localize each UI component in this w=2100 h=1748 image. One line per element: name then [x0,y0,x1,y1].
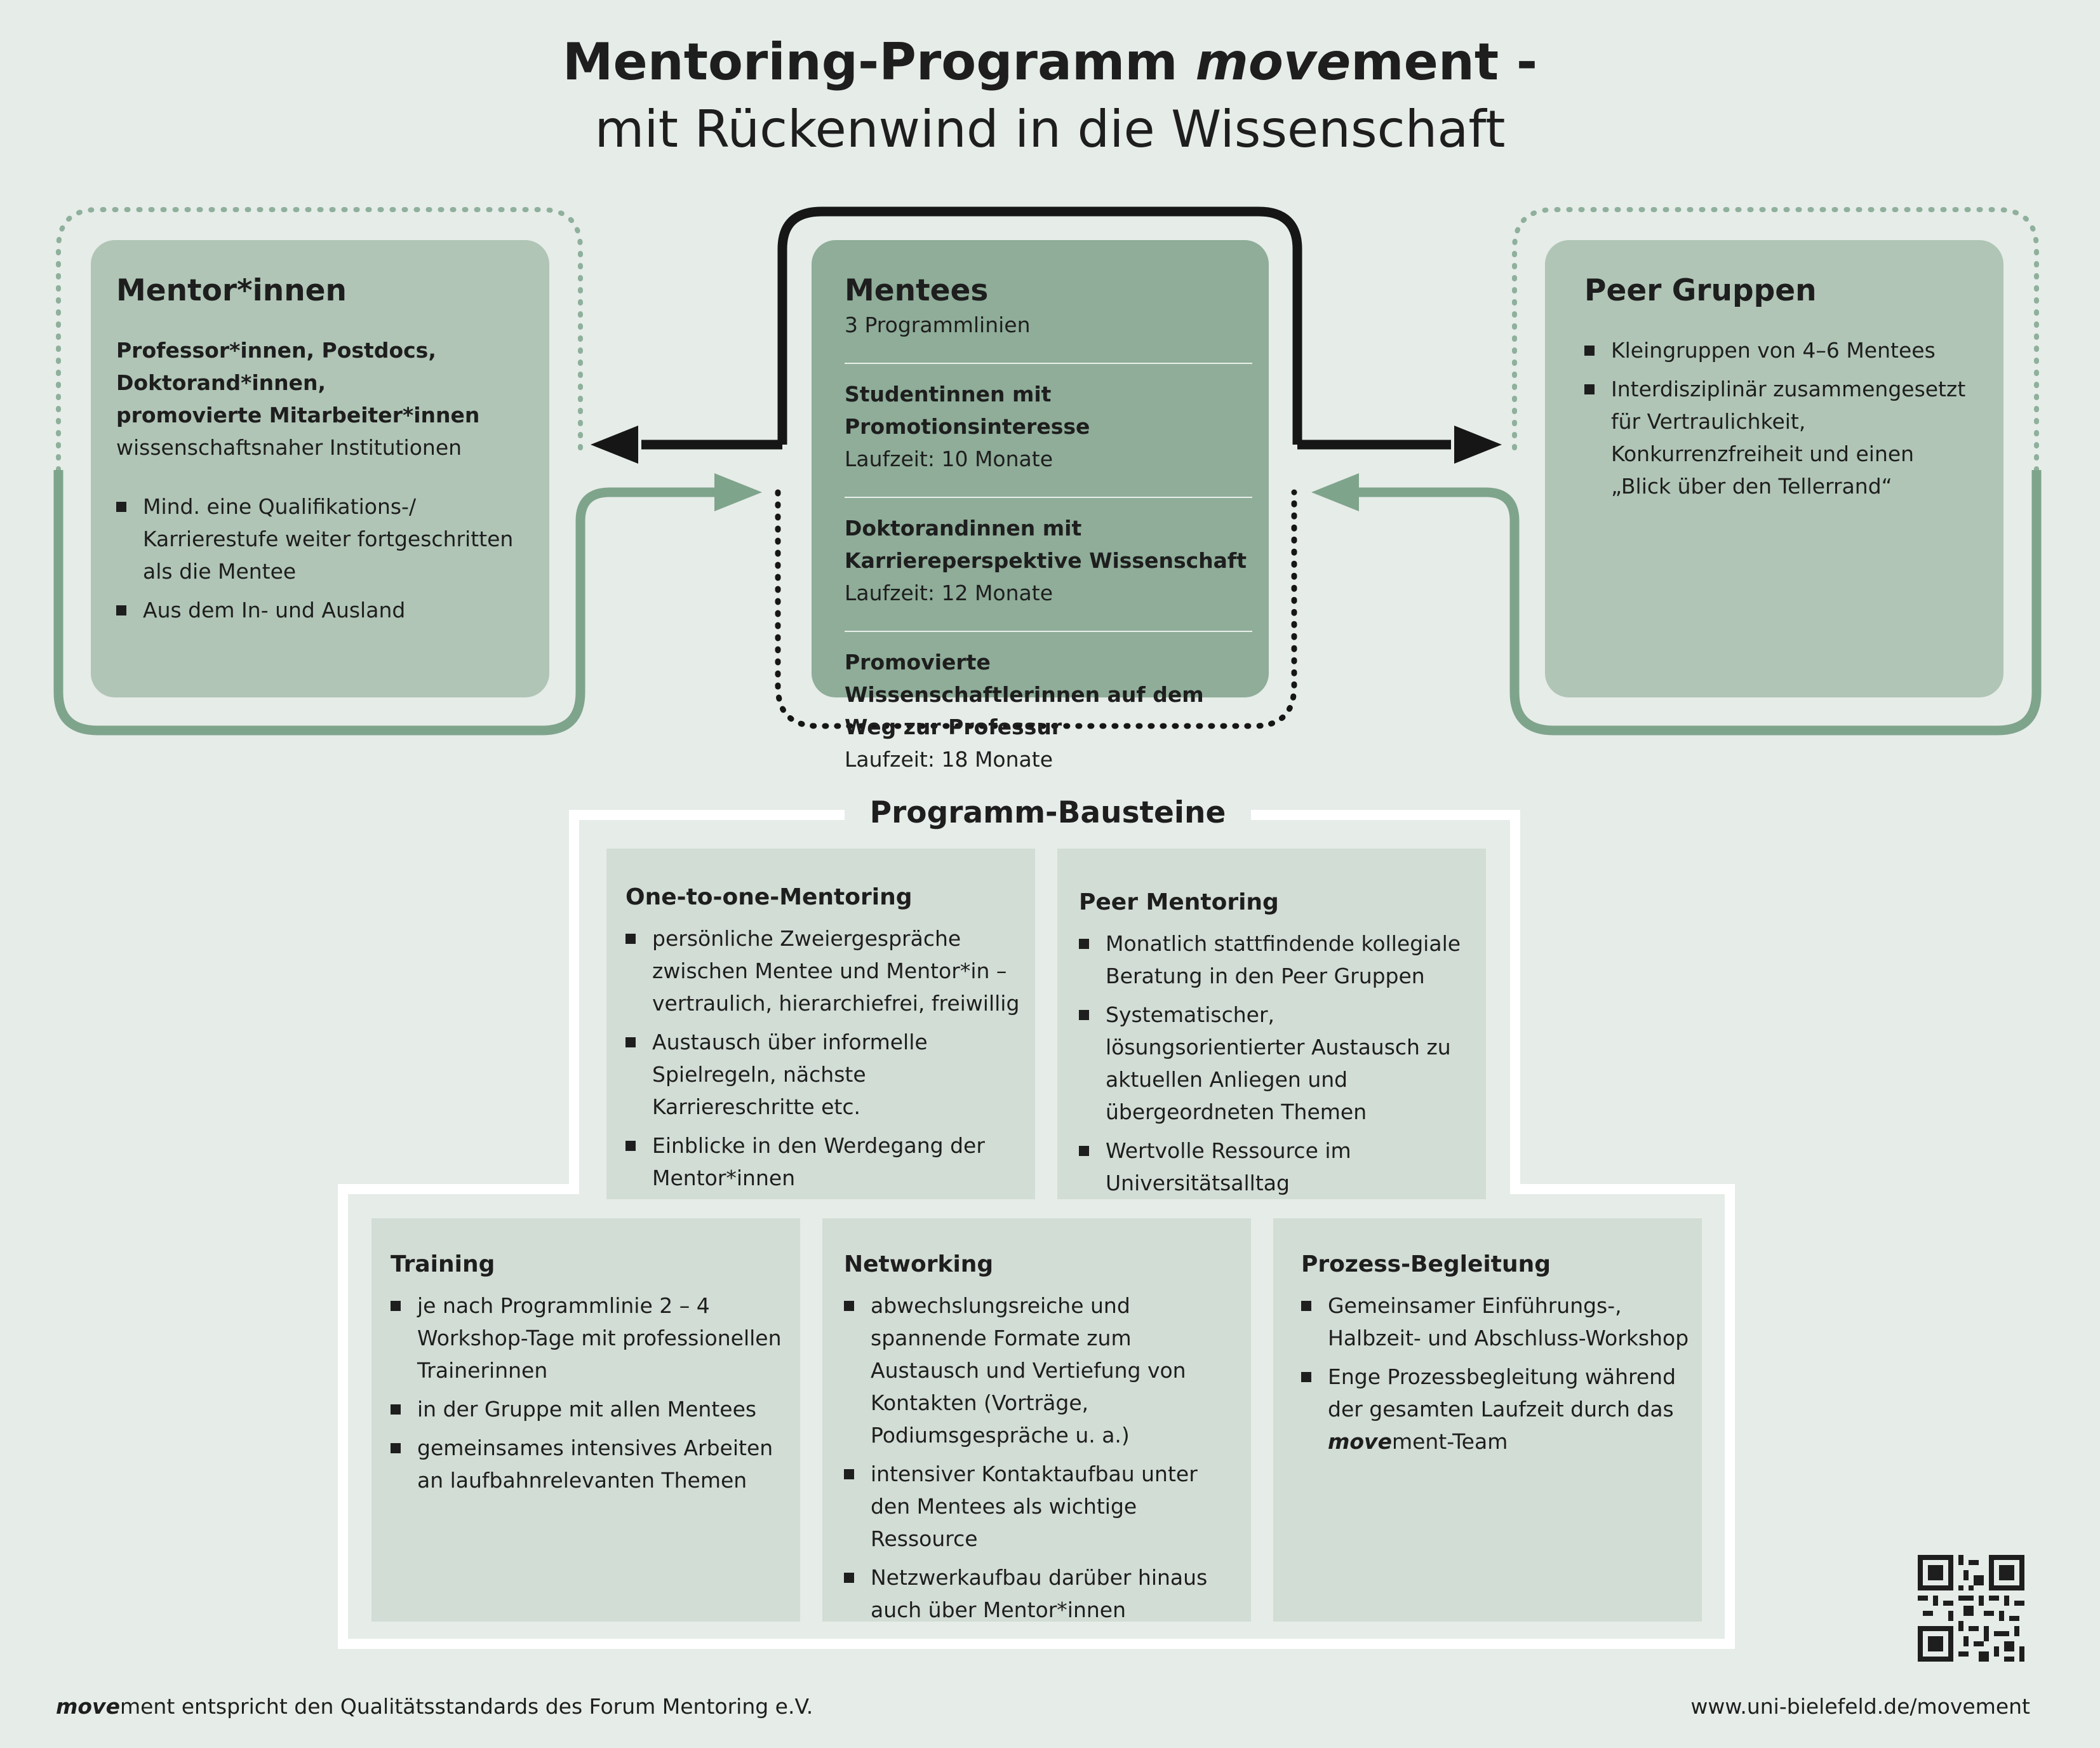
mentor-role-suffix: wissenschaftsnaher Institutionen [116,435,462,461]
mentor-roles: Professor*innen, Postdocs, Doktorand*inn… [116,334,524,464]
program-line-duration: Laufzeit: 18 Monate [845,747,1053,772]
list-item: abwechslungsreiche und spannende Formate… [844,1289,1238,1451]
list-item: Interdisziplinär zusammengesetzt für Ver… [1584,373,1978,502]
mentor-heading: Mentor*innen [116,273,347,308]
program-line-title: Doktorandinnen mit Karriereperspektive W… [845,516,1247,574]
peer-heading: Peer Gruppen [1584,273,1817,308]
list-item: Gemeinsamer Einführungs-, Halbzeit- und … [1301,1289,1689,1354]
arrow-right-icon [714,473,762,511]
qr-code-icon[interactable] [1918,1555,2024,1662]
panel-one-to-one-mentoring: One-to-one-Mentoring persönliche Zweierg… [606,849,1035,1199]
mentor-role: Doktorand*innen, [116,370,326,396]
mentees-heading: Mentees [845,273,989,308]
arrow-left-icon [591,426,638,464]
list-item: persönliche Zweiergespräche zwischen Men… [625,922,1022,1019]
title-prefix: Mentoring-Programm [562,32,1196,91]
program-line-duration: Laufzeit: 10 Monate [845,447,1053,472]
list-item: Austausch über informelle Spielregeln, n… [625,1026,1022,1123]
title-brand-rest: ment - [1351,32,1538,91]
panel-training: Training je nach Programmlinie 2 – 4 Wor… [371,1218,800,1622]
panel-bullet-list: je nach Programmlinie 2 – 4 Workshop-Tag… [391,1289,787,1496]
list-item: je nach Programmlinie 2 – 4 Workshop-Tag… [391,1289,787,1387]
list-item: Kleingruppen von 4–6 Mentees [1584,334,1978,366]
panel-bullet-list: abwechslungsreiche und spannende Formate… [844,1289,1238,1626]
footer-url-link[interactable]: www.uni-bielefeld.de/movement [1690,1694,2030,1719]
program-line-duration: Laufzeit: 12 Monate [845,581,1053,606]
title-brand-em: move [1195,32,1351,91]
peer-box: Peer Gruppen Kleingruppen von 4–6 Mentee… [1545,240,2003,697]
list-item: Netzwerkaufbau darüber hinaus auch über … [844,1561,1238,1626]
mentees-subheading: 3 Programmlinien [845,313,1031,338]
list-item: Wertvolle Ressource im Universitätsallta… [1079,1134,1473,1199]
panel-heading: Training [391,1251,495,1277]
brand-em: move [56,1694,120,1719]
page-title: Mentoring-Programm movement - [0,37,2100,88]
mentees-box: Mentees 3 Programmlinien Studentinnen mi… [812,240,1269,772]
panel-bullet-list: Gemeinsamer Einführungs-, Halbzeit- und … [1301,1289,1689,1458]
bullet-text: ment-Team [1391,1429,1508,1454]
divider [845,363,1252,365]
list-item: Einblicke in den Werdegang der Mentor*in… [625,1129,1022,1194]
panel-bullet-list: persönliche Zweiergespräche zwischen Men… [625,922,1022,1194]
peer-bullet-list: Kleingruppen von 4–6 Mentees Interdiszip… [1584,334,1978,502]
panel-bullet-list: Monatlich stattfindende kollegiale Berat… [1079,927,1473,1199]
building-blocks-title: Programm-Bausteine [845,788,1251,838]
panel-heading: Prozess-Begleitung [1301,1251,1551,1277]
list-item: gemeinsames intensives Arbeiten an laufb… [391,1432,787,1496]
panel-heading: Peer Mentoring [1079,889,1279,915]
list-item: intensiver Kontaktaufbau unter den Mente… [844,1458,1238,1555]
arrow-left-icon [1311,473,1359,511]
list-item: Systematischer, lösungsorientierter Aust… [1079,998,1473,1128]
divider [845,497,1252,499]
panel-peer-mentoring: Peer Mentoring Monatlich stattfindende k… [1057,849,1486,1199]
footer-note: movement entspricht den Qualitätsstandar… [56,1696,813,1717]
list-item: Aus dem In- und Ausland [116,594,524,626]
program-line-title: Studentinnen mit Promotionsinteresse [845,382,1090,440]
panel-heading: Networking [844,1251,994,1277]
divider [845,631,1252,633]
brand-em: move [1328,1429,1392,1454]
list-item: Mind. eine Qualifikations-/ Karrierestuf… [116,490,524,588]
panel-networking: Networking abwechslungsreiche und spanne… [822,1218,1251,1622]
program-line-title: Promovierte Wissenschaftlerinnen auf dem… [845,650,1204,740]
mentor-role: Professor*innen, Postdocs, [116,338,436,363]
page-subtitle: mit Rückenwind in die Wissenschaft [594,100,1506,159]
list-item: in der Gruppe mit allen Mentees [391,1393,787,1425]
mentor-box: Mentor*innen Professor*innen, Postdocs, … [91,240,549,697]
list-item: Enge Prozessbegleitung während der gesam… [1301,1361,1689,1458]
arrow-right-icon [1454,426,1502,464]
mentor-role: promovierte Mitarbeiter*innen [116,403,480,428]
mentor-bullet-list: Mind. eine Qualifikations-/ Karrierestuf… [116,490,524,626]
bullet-text: Enge Prozessbegleitung während der gesam… [1328,1364,1676,1422]
footer-text: ment entspricht den Qualitätsstandards d… [119,1694,813,1719]
panel-heading: One-to-one-Mentoring [625,884,913,910]
panel-process-support: Prozess-Begleitung Gemeinsamer Einführun… [1273,1218,1702,1622]
list-item: Monatlich stattfindende kollegiale Berat… [1079,927,1473,992]
